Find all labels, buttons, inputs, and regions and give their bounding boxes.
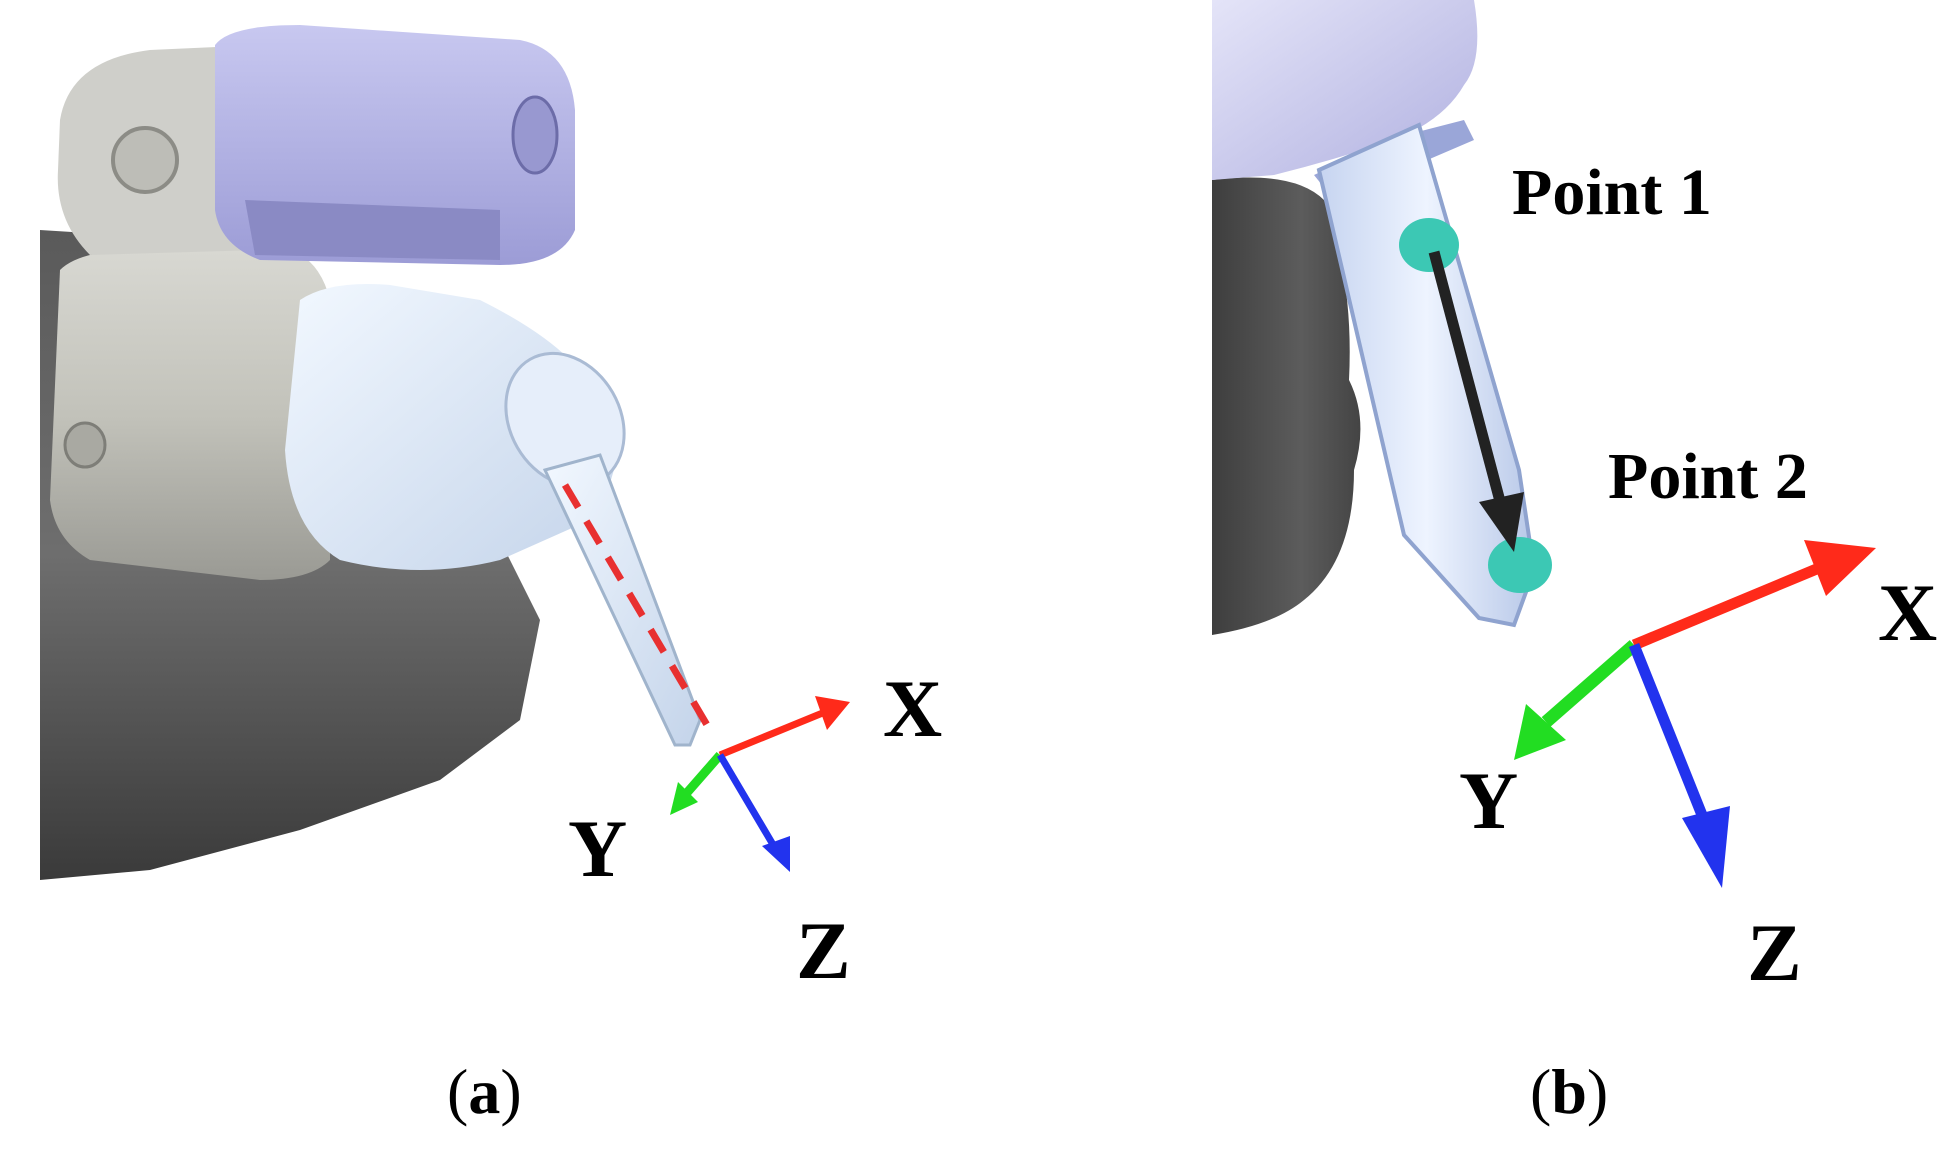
top-joint-cap <box>111 126 179 194</box>
caption-open-paren: ( <box>1530 1056 1552 1127</box>
z-axis-label: Z <box>796 905 851 996</box>
tool-stylus <box>542 453 702 747</box>
point-1-label: Point 1 <box>1512 156 1712 229</box>
point-1-marker <box>1399 218 1459 272</box>
x-axis-arrowhead <box>815 696 850 730</box>
caption-close-paren: ) <box>500 1056 522 1127</box>
z-axis-label-b: Z <box>1747 907 1802 998</box>
x-axis-label: X <box>883 663 943 754</box>
x-axis-arrow-b <box>1631 562 1822 651</box>
y-axis-label: Y <box>568 803 628 894</box>
direction-arrow-shaft <box>1428 250 1507 507</box>
z-axis-arrowhead <box>762 836 790 872</box>
coordinate-frame-a <box>670 696 850 872</box>
caption-close-paren: ) <box>1586 1056 1609 1127</box>
robot-tool-illustration-b <box>1212 0 1876 888</box>
coordinate-frame-b <box>1514 540 1876 888</box>
y-axis-arrow-b <box>1541 640 1639 727</box>
caption-a: (a) <box>447 1060 522 1124</box>
z-axis-arrow-b <box>1628 642 1710 823</box>
robot-dark-body-b <box>1212 177 1361 635</box>
y-axis-arrow <box>681 752 724 798</box>
panel-b: Point 1 Point 2 X Y Z (b) <box>974 0 1948 1155</box>
caption-letter: b <box>1551 1056 1587 1127</box>
caption-open-paren: ( <box>447 1056 469 1127</box>
caption-letter: a <box>468 1056 501 1127</box>
panel-a: X Y Z (a) <box>40 25 943 1124</box>
direction-arrow-head <box>1479 492 1524 552</box>
y-axis-arrowhead <box>670 782 698 815</box>
z-axis-arrowhead-b <box>1682 806 1730 888</box>
hex-bolt <box>63 421 107 469</box>
point-2-marker <box>1488 537 1552 593</box>
tool-axis-dashed <box>561 483 714 732</box>
housing-port <box>511 95 559 175</box>
robot-lilac-dome-b <box>1212 0 1478 180</box>
housing-recess <box>245 200 500 260</box>
robot-tool-illustration-a <box>40 25 850 880</box>
x-axis-arrow <box>718 708 827 759</box>
y-axis-label-b: Y <box>1459 755 1519 846</box>
x-axis-arrowhead-b <box>1804 540 1876 596</box>
tool-stylus-b <box>1316 122 1537 628</box>
point-2-label: Point 2 <box>1608 440 1808 513</box>
z-axis-arrow <box>716 753 779 850</box>
robot-grey-joint <box>50 250 330 580</box>
y-axis-arrowhead-b <box>1514 704 1566 760</box>
caption-b: (b) <box>1530 1060 1608 1124</box>
x-axis-label-b: X <box>1878 567 1938 658</box>
